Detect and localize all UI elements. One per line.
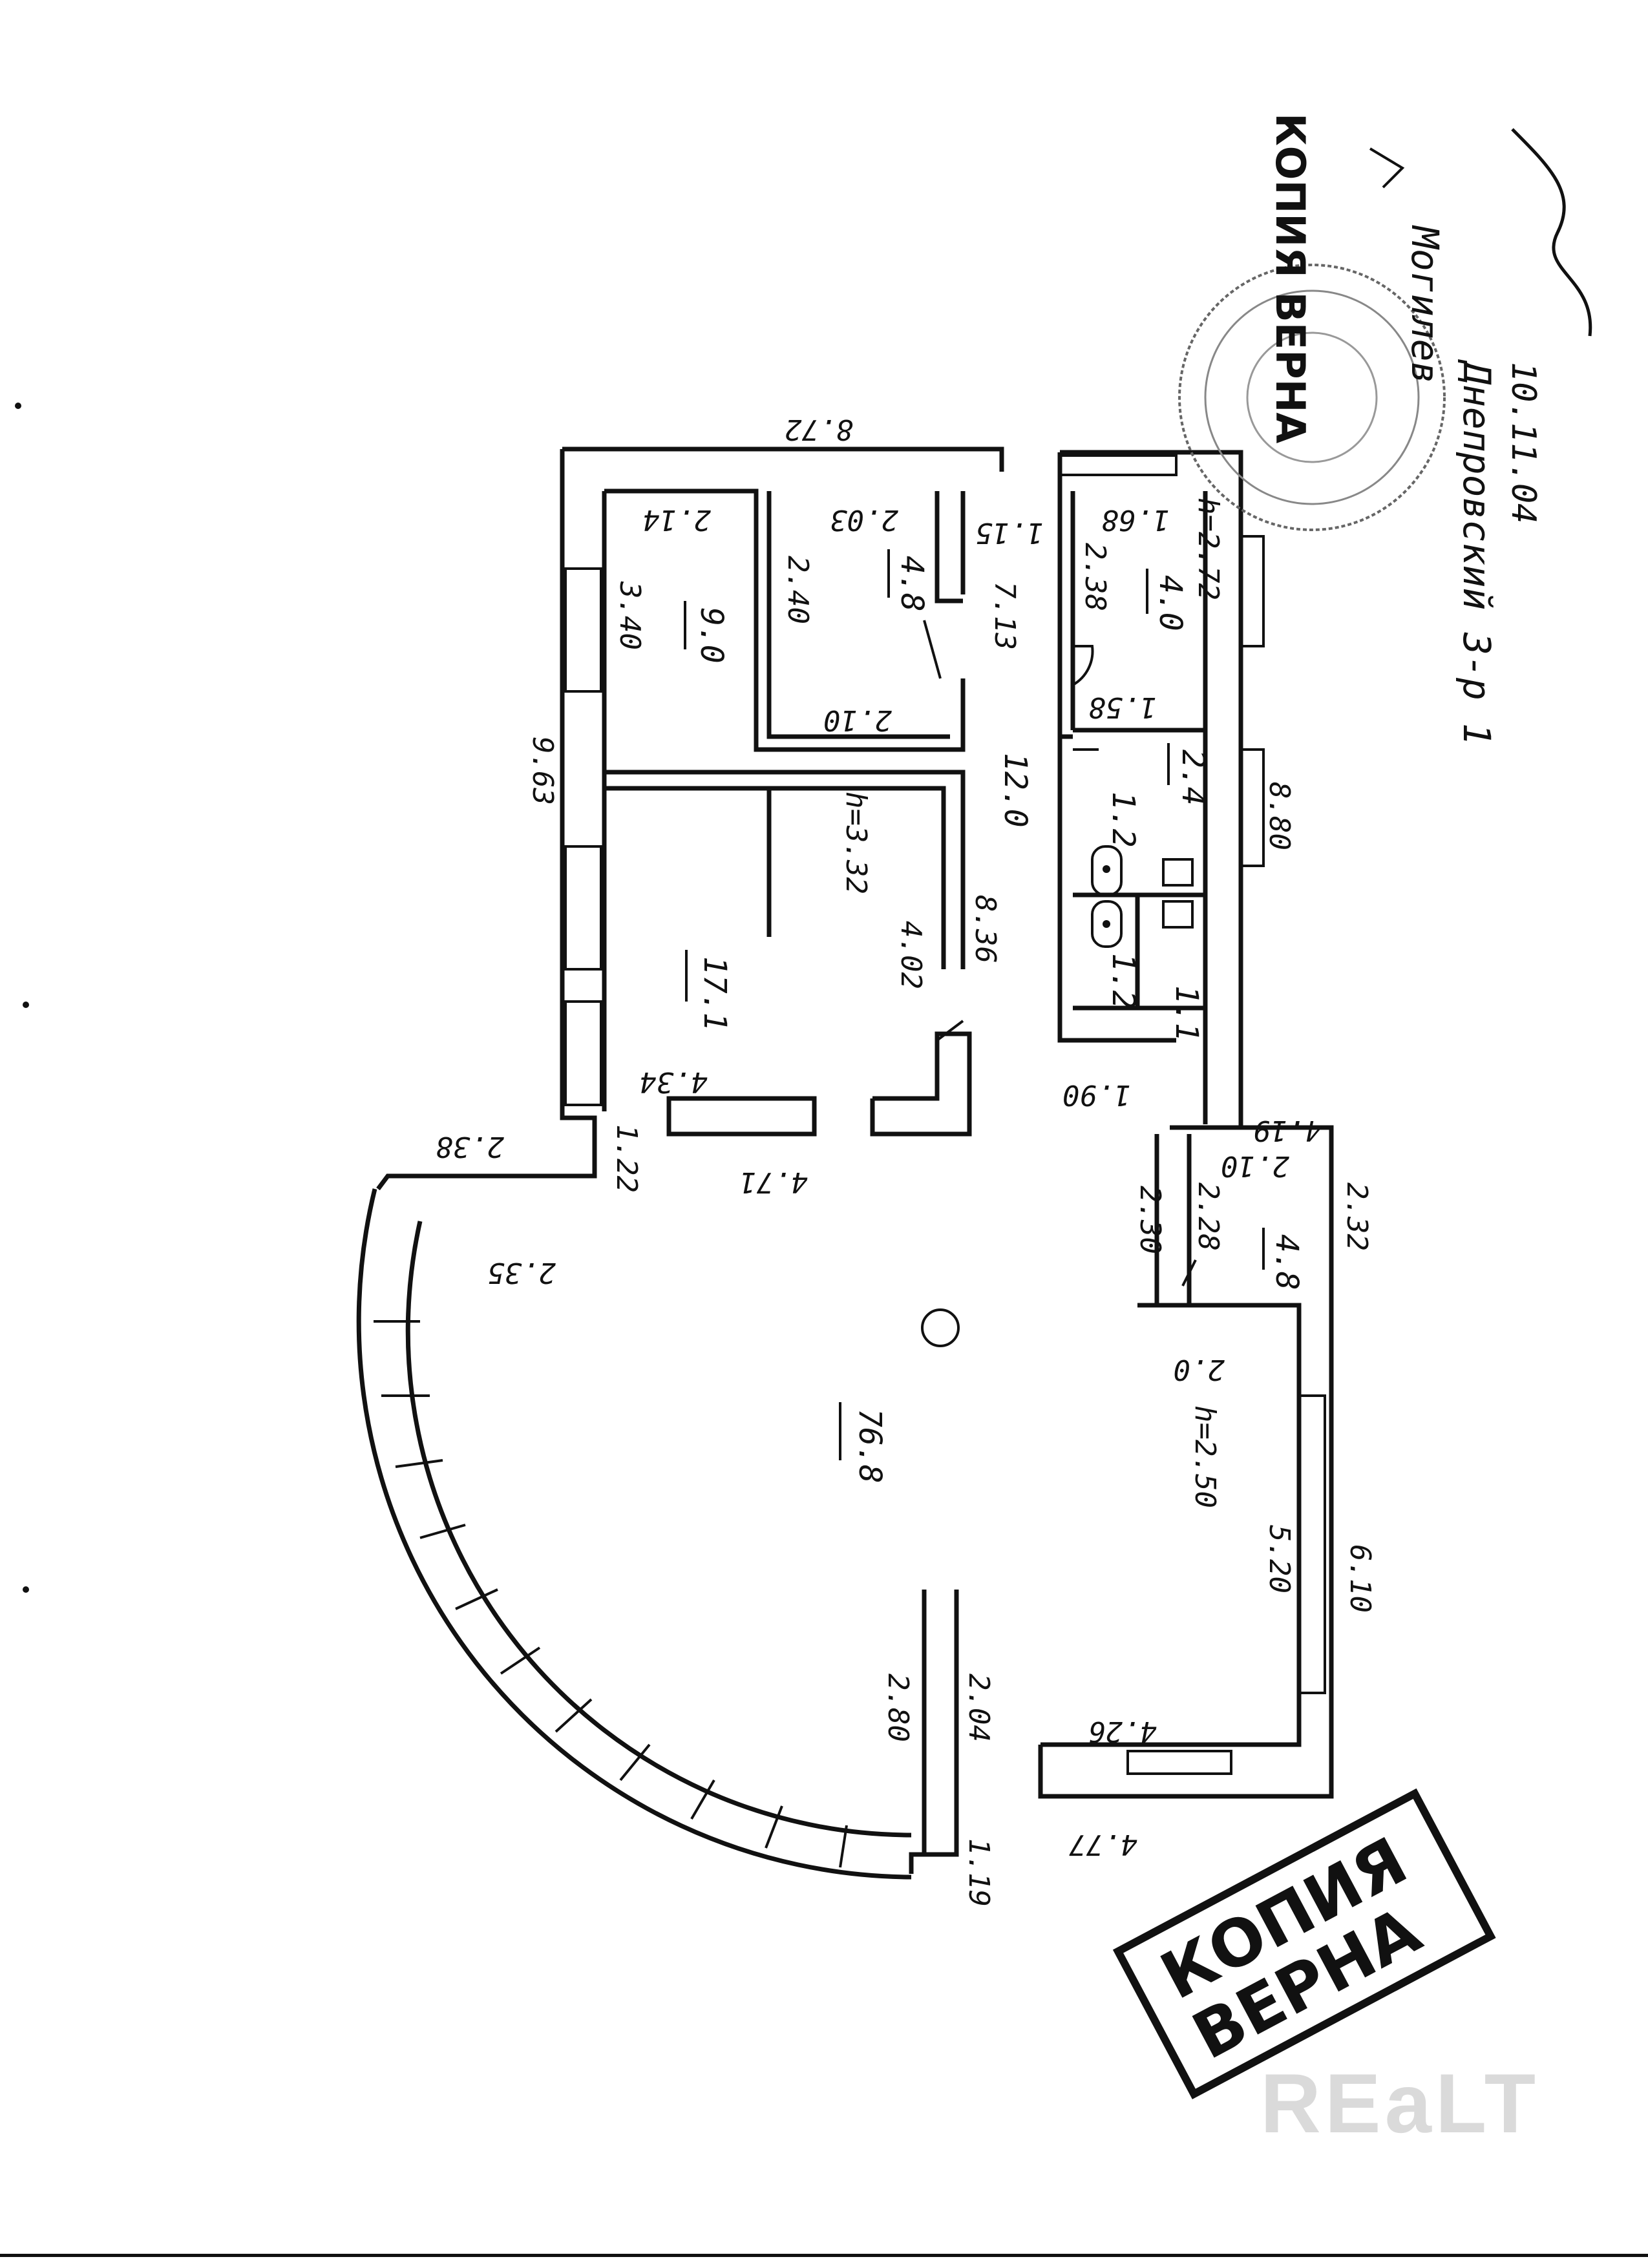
dimension: 2.40 <box>781 556 814 624</box>
dimension: h=2.50 <box>1188 1405 1221 1508</box>
dimension: 4.26 <box>1088 1715 1157 1748</box>
dimension: 2.28 <box>1192 1182 1225 1251</box>
dimension: 2.10 <box>1221 1150 1289 1182</box>
bathroom-fixtures <box>921 845 1194 1347</box>
handwriting: 10.11.04 <box>1504 362 1543 523</box>
dimension: 1.68 <box>1101 503 1170 536</box>
dimension: 4.19 <box>1253 1114 1322 1147</box>
area-label: 4.8 <box>894 556 930 612</box>
dimension: 2.80 <box>882 1674 914 1742</box>
area-label: 76.8 <box>852 1409 888 1484</box>
area-label: 12.0 <box>997 753 1033 828</box>
handwriting: Днепровский 3-р 1 <box>1455 359 1499 746</box>
dimension: 2.04 <box>962 1674 995 1742</box>
handwriting: Могилев <box>1403 225 1447 384</box>
area-label: 1.1 <box>1168 985 1205 1042</box>
signature <box>1369 147 1405 189</box>
dimension: h=3.32 <box>840 792 872 894</box>
area-label: 1.2 <box>1105 953 1141 1009</box>
toilet <box>1091 900 1123 948</box>
windows <box>564 454 1326 1775</box>
dimension: 2.0 <box>1174 1353 1225 1386</box>
dimension: 1.22 <box>610 1124 643 1193</box>
watermark-logo: REaLT <box>1260 2056 1540 2150</box>
area-label: 17.1 <box>697 956 733 1031</box>
bathtub <box>1091 845 1123 896</box>
punch-mark <box>23 1002 29 1008</box>
dimension: 2.03 <box>830 503 898 536</box>
area-label: 4.8 <box>1269 1234 1305 1290</box>
seal-text: КОПИЯ ВЕРНА <box>1267 113 1314 443</box>
sink <box>1162 858 1194 887</box>
scan-edge-line <box>0 2254 1648 2257</box>
column <box>921 1308 960 1347</box>
signature <box>1511 128 1592 337</box>
dimension: 6.10 <box>1344 1544 1377 1613</box>
dimension: 1.15 <box>975 516 1044 549</box>
dimension: 4.34 <box>639 1066 708 1098</box>
dimension: 1.19 <box>962 1838 995 1907</box>
dimension: 4.77 <box>1069 1828 1137 1861</box>
dimension: h=2.72 <box>1192 498 1225 600</box>
area-label: 1.2 <box>1105 792 1141 848</box>
dimension: 3.40 <box>613 581 646 650</box>
dimension: 2.38 <box>1079 543 1112 611</box>
punch-mark <box>23 1586 29 1593</box>
area-label: 9.0 <box>693 607 730 664</box>
dimension: 2.35 <box>487 1256 556 1289</box>
copy-certified-stamp: КОПИЯ ВЕРНА <box>1112 1788 1496 2099</box>
dimension-labels: 8.72 9.63 2.14 3.40 2.03 2.40 2.10 1.15 … <box>436 413 1377 1907</box>
dimension: 8.80 <box>1263 782 1296 850</box>
area-label: 4.0 <box>1152 575 1188 631</box>
dimension: 4.02 <box>894 921 927 989</box>
dimension: 9.63 <box>526 737 559 805</box>
dimension: 2.30 <box>1134 1186 1167 1254</box>
dimension: 1.58 <box>1088 691 1157 724</box>
official-seal: КОПИЯ ВЕРНА Могилев Днепровский 3-р 1 10… <box>1178 113 1592 746</box>
sink <box>1162 900 1194 929</box>
dimension: 2.10 <box>823 704 892 737</box>
dimension: 5.20 <box>1263 1525 1296 1593</box>
room-areas: 76.8 17.1 9.0 4.8 12.0 4.0 2.4 1.2 1.2 1… <box>684 549 1305 1484</box>
dimension: 7.13 <box>988 582 1021 650</box>
dimension: 8.72 <box>785 413 853 446</box>
dimension: 2.38 <box>436 1130 504 1163</box>
dimension: 2.32 <box>1340 1182 1373 1251</box>
dimension: 2.14 <box>642 503 711 536</box>
dimension: 1.90 <box>1062 1078 1131 1111</box>
interior-walls <box>604 452 1205 1286</box>
dimension: 8.36 <box>969 895 1002 963</box>
curved-bay-wall <box>356 1188 912 1880</box>
punch-mark <box>15 403 21 409</box>
area-label: 2.4 <box>1175 750 1211 806</box>
dimension: 4.71 <box>739 1166 808 1199</box>
